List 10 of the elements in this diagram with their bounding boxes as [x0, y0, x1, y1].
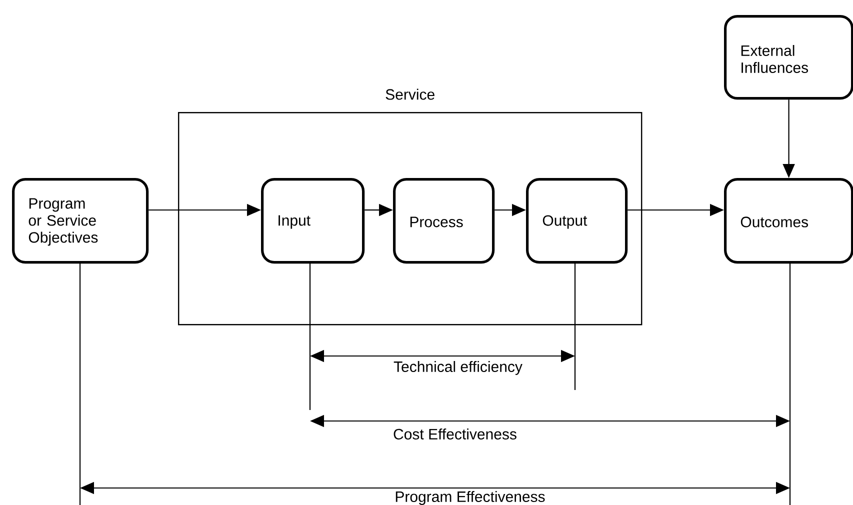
- process-box: Program or Service Objectives: [12, 178, 149, 264]
- process-box: Outcomes: [724, 178, 853, 264]
- process-box: Process: [393, 178, 495, 264]
- dimension-label: Technical efficiency: [394, 361, 522, 375]
- dimension-label: Program Effectiveness: [396, 491, 545, 505]
- dimension-label: Cost Effectiveness: [394, 428, 516, 440]
- process-box: External Influences: [724, 15, 853, 100]
- process-box: Input: [261, 178, 365, 264]
- node-label: Service: [386, 88, 434, 100]
- process-box: Output: [526, 178, 628, 264]
